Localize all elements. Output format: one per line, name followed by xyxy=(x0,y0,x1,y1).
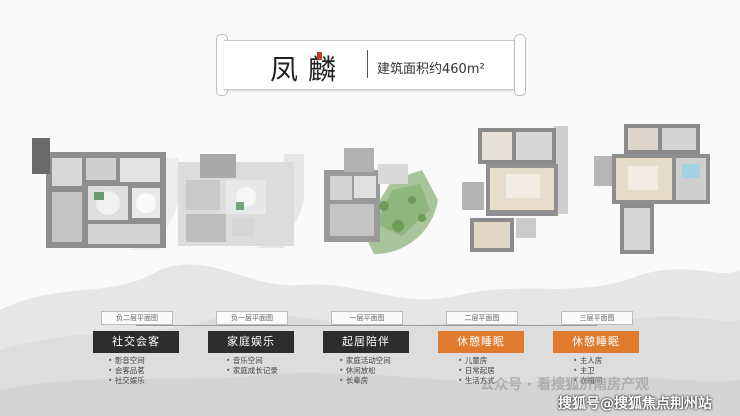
floor-plan-b1 xyxy=(178,154,304,249)
feature-item: 社交娱乐 xyxy=(108,376,145,386)
feature-item: 休闲放松 xyxy=(339,366,391,376)
scroll-right-roller xyxy=(514,34,526,96)
feature-item: 生活方式 xyxy=(458,376,495,386)
floor-label-b1: 负一层平面图 xyxy=(216,311,288,325)
red-seal-mark xyxy=(317,52,322,60)
feature-list-b1: 音乐空间 家庭成长记录 xyxy=(226,356,278,376)
feature-list-1f: 家庭活动空间 休闲放松 长辈房 xyxy=(339,356,391,386)
feature-item: 主卫 xyxy=(573,366,602,376)
function-tag-3f: 休憩睡眠 xyxy=(553,331,639,353)
function-tag-2f: 休憩睡眠 xyxy=(438,331,524,353)
floor-plan-1f xyxy=(324,148,438,255)
feature-list-2f: 儿童房 日常起居 生活方式 xyxy=(458,356,495,386)
feature-item: 主人房 xyxy=(573,356,603,366)
feature-item: 音乐空间 xyxy=(226,356,278,366)
feature-item: 家庭成长记录 xyxy=(226,366,278,376)
floor-label-1f: 一层平面图 xyxy=(331,311,403,325)
feature-item: 会客品茗 xyxy=(108,366,145,376)
feature-list-b2: 影音空间 会客品茗 社交娱乐 xyxy=(108,356,145,386)
feature-item: 日常起居 xyxy=(458,366,495,376)
title-divider xyxy=(367,50,368,78)
sohu-watermark: 搜狐号@搜狐焦点荆州站 xyxy=(558,396,712,412)
floor-label-2f: 二层平面图 xyxy=(446,311,518,325)
floor-label-b2: 负二层平面图 xyxy=(101,311,173,325)
floor-plan-b2 xyxy=(32,138,178,250)
function-tag-b1: 家庭娱乐 xyxy=(208,331,294,353)
function-tag-1f: 起居陪伴 xyxy=(323,331,409,353)
wechat-watermark: 公众号 · 看搜狐济南房产观 xyxy=(480,377,650,393)
feature-list-3f: 主人房 主卫 衣帽间 xyxy=(573,356,603,386)
feature-item: 长辈房 xyxy=(339,376,391,386)
feature-item: 衣帽间 xyxy=(573,376,603,386)
floor-label-3f: 三层平面图 xyxy=(561,311,633,325)
floor-plan-3f xyxy=(594,124,710,254)
floor-plan-2f xyxy=(462,126,568,252)
feature-item: 影音空间 xyxy=(108,356,145,366)
feature-item: 家庭活动空间 xyxy=(339,356,391,366)
title-scroll xyxy=(224,40,516,90)
function-tag-b2: 社交会客 xyxy=(93,331,179,353)
project-name: 凤麟 xyxy=(270,53,347,86)
building-area: 建筑面积约460m² xyxy=(377,62,485,77)
feature-item: 儿童房 xyxy=(458,356,495,366)
